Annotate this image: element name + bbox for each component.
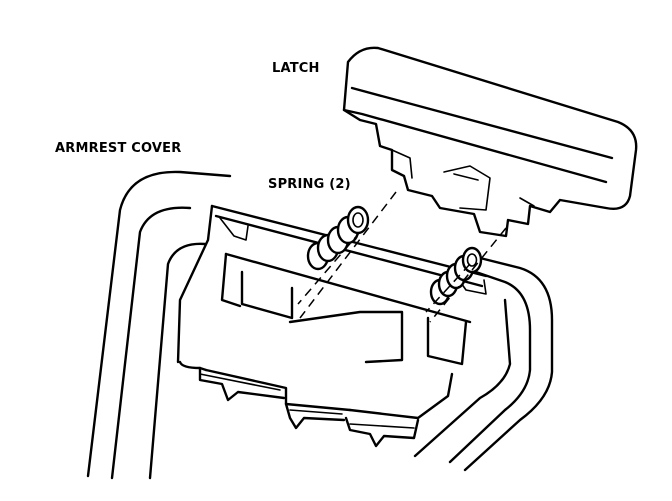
guide-right-upper — [429, 227, 507, 323]
latch-label: LATCH — [272, 61, 320, 76]
tab-middle — [284, 402, 346, 430]
latch-left-lug — [391, 149, 413, 179]
pocket-right-slot — [426, 316, 468, 366]
latch-drawing — [342, 46, 638, 238]
tab-left — [198, 366, 286, 402]
armrest-inner-outline — [110, 206, 192, 480]
pocket-left-notch — [219, 217, 249, 241]
armrest-cover-label: ARMREST COVER — [55, 141, 182, 156]
latch-top-face — [350, 86, 614, 160]
armrest-outer-outline — [86, 170, 232, 478]
pocket-left-wall — [176, 204, 214, 364]
tab-middle-detail — [289, 409, 343, 415]
latch-front-edge — [342, 108, 608, 184]
spring-left — [306, 205, 370, 271]
pocket-floor-edge — [224, 252, 472, 324]
armrest-rim-inner — [148, 242, 207, 480]
pocket-front-mid — [204, 368, 352, 412]
armrest-inner-right — [448, 268, 532, 464]
spring-right-end — [466, 253, 478, 267]
guide-left-upper — [299, 191, 397, 319]
guide-right-lower — [425, 263, 471, 313]
latch-right-lug — [519, 197, 535, 207]
spring-right — [429, 246, 483, 306]
spring-label: SPRING (2) — [268, 177, 351, 192]
guide-left-lower — [297, 231, 361, 305]
pocket-center-block — [288, 310, 404, 364]
latch-body — [342, 46, 638, 238]
latch-slot — [443, 165, 491, 211]
armrest-rim-right — [413, 298, 512, 458]
pocket-front-left — [178, 360, 208, 372]
tab-right — [344, 416, 420, 448]
tab-left-detail — [199, 373, 281, 391]
pocket-back-ridge — [214, 214, 484, 288]
pocket-inner-left — [220, 252, 242, 308]
assembly-guides — [297, 191, 507, 323]
pocket-inner-slot — [240, 270, 294, 320]
tab-right-detail — [349, 423, 415, 429]
armrest-outer-right — [463, 256, 554, 472]
spring-left-end — [352, 212, 364, 228]
armrest-cover-drawing — [86, 170, 554, 480]
latch-slot-inner — [453, 173, 479, 181]
pocket-front-right — [348, 372, 454, 420]
spring-left-coil-5 — [346, 205, 370, 235]
